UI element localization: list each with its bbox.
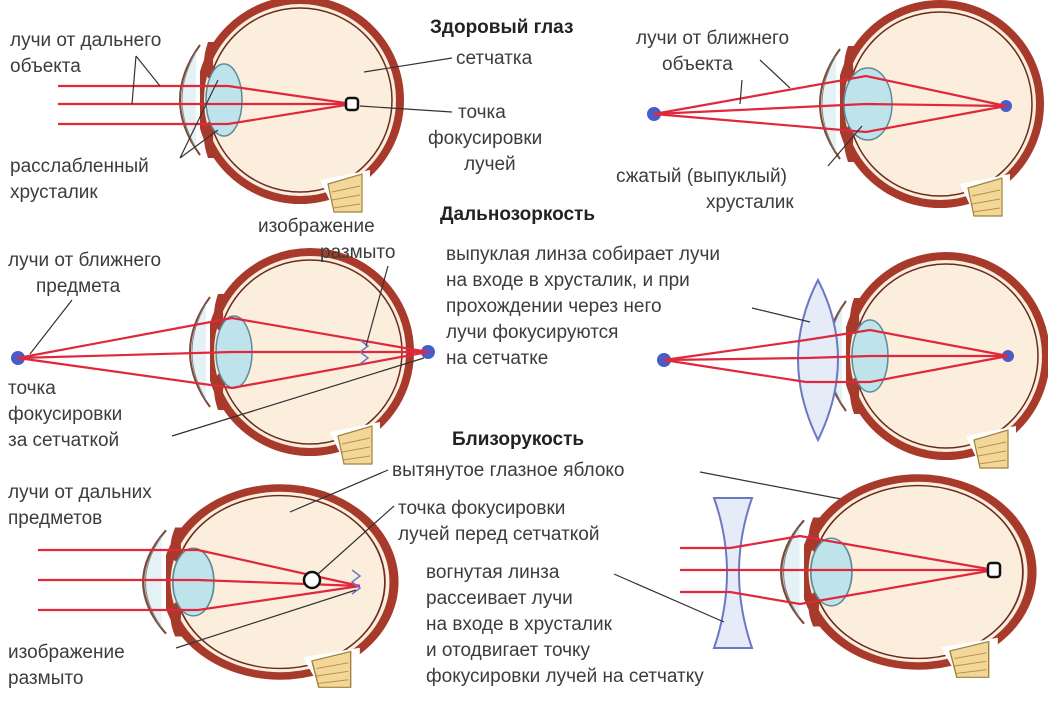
hyperopia-corrected-rays (663, 328, 1009, 384)
hyperopia-blur-mark (358, 339, 370, 365)
myopia-blur-mark (350, 569, 362, 595)
healthy-relaxed-lens-label-2: хрусталик (10, 182, 98, 203)
healthy-far-rays (58, 84, 353, 126)
hyperopia-blur-label-1: изображение (258, 216, 375, 237)
hyperopia-focus-label-3: за сетчаткой (8, 430, 119, 451)
myopia-corrected-rays (680, 534, 995, 606)
hyperopia-corrected-eye (826, 256, 1046, 474)
healthy-title: Здоровый глаз (430, 17, 573, 38)
myopia-focus-label-1: точка фокусировки (398, 498, 565, 519)
healthy-compressed-lens-label-1: сжатый (выпуклый) (616, 166, 787, 187)
healthy-far-rays-label-1: лучи от дальнего (10, 30, 161, 51)
healthy-focus-label-3: лучей (464, 154, 516, 175)
myopia-title: Близорукость (452, 429, 584, 450)
concave-lens (712, 497, 754, 649)
healthy-near-rays-label-1: лучи от ближнего (636, 28, 789, 49)
healthy-focus-label-2: фокусировки (428, 128, 542, 149)
myopia-focus-front-marker (302, 570, 322, 590)
myopia-blur-label-2: размыто (8, 668, 83, 689)
myopia-corrected-focus-marker (986, 561, 1002, 579)
myopia-elongated-label: вытянутое глазное яблоко (392, 460, 624, 481)
convex-note-2: на входе в хрусталик, и при (446, 270, 690, 291)
convex-note-4: лучи фокусируются (446, 322, 618, 343)
myopia-far-rays-label-2: предметов (8, 508, 102, 529)
myopia-corrected-eye (781, 478, 1032, 683)
myopia-far-rays-label-1: лучи от дальних (8, 482, 152, 503)
hyperopia-focus-label-2: фокусировки (8, 404, 122, 425)
concave-note-5: фокусировки лучей на сетчатку (426, 666, 704, 687)
hyperopia-blur-label-2: размыто (320, 242, 395, 263)
healthy-near-rays (653, 74, 1007, 134)
healthy-far-eye (180, 0, 400, 218)
convex-lens (797, 277, 839, 443)
concave-note-3: на входе в хрусталик (426, 614, 613, 635)
healthy-focus-point-marker (344, 96, 360, 112)
convex-note-1: выпуклая линза собирает лучи (446, 244, 720, 265)
hyperopia-near-rays-label-2: предмета (36, 276, 121, 297)
healthy-retina-label: сетчатка (456, 48, 533, 69)
concave-note-1: вогнутая линза (426, 562, 560, 583)
healthy-focus-label-1: точка (458, 102, 506, 123)
concave-note-2: рассеивает лучи (426, 588, 573, 609)
healthy-compressed-lens-label-2: хрусталик (706, 192, 794, 213)
concave-note-4: и отодвигает точку (426, 640, 591, 661)
convex-note-5: на сетчатке (446, 348, 548, 369)
myopia-blur-label-1: изображение (8, 642, 125, 663)
healthy-near-rays-label-2: объекта (662, 54, 733, 75)
hyperopia-focus-label-1: точка (8, 378, 56, 399)
convex-note-3: прохождении через него (446, 296, 662, 317)
myopia-focus-label-2: лучей перед сетчаткой (398, 524, 599, 545)
healthy-relaxed-lens-label-1: расслабленный (10, 156, 149, 177)
hyperopia-rays (17, 316, 429, 390)
healthy-far-rays-label-2: объекта (10, 56, 81, 77)
healthy-near-eye (820, 4, 1040, 222)
hyperopia-near-rays-label-1: лучи от ближнего (8, 250, 161, 271)
hyperopia-title: Дальнозоркость (440, 204, 595, 225)
